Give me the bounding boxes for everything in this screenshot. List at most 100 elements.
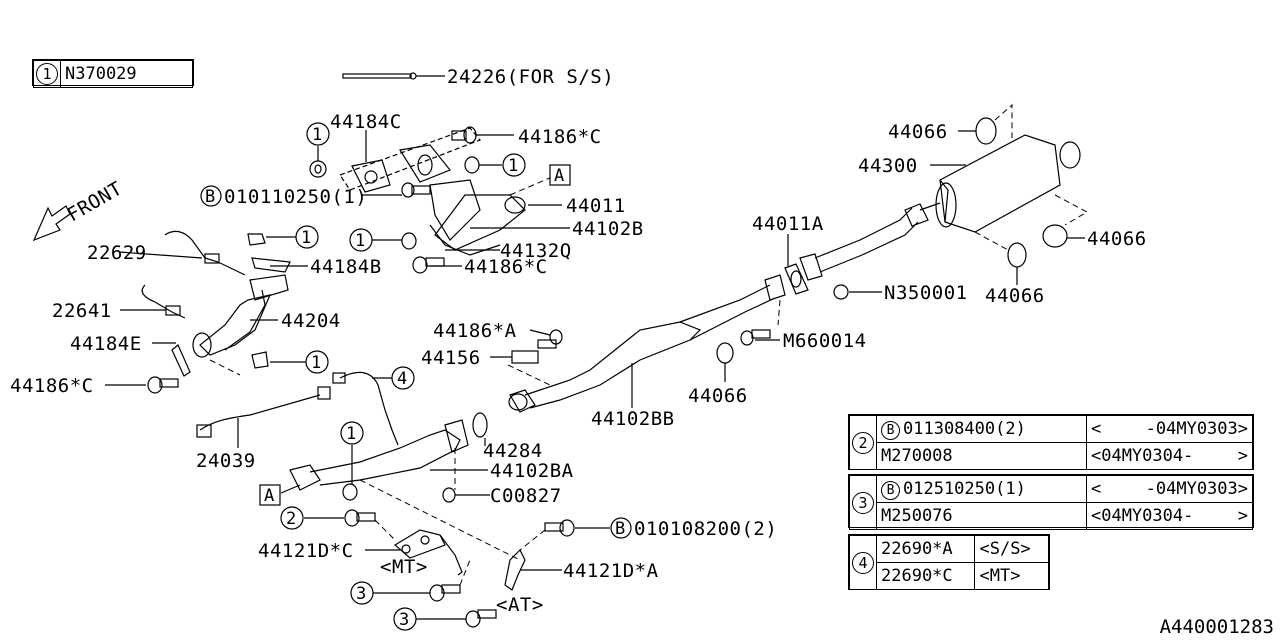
svg-text:A: A xyxy=(264,486,274,506)
gasket-44011A xyxy=(784,263,809,295)
rubber-hanger-icon xyxy=(1007,242,1027,268)
bolt-icon xyxy=(537,329,563,349)
part-muffler-44300 xyxy=(904,134,1081,233)
part-cell: 22690*C xyxy=(875,562,976,590)
harness-24039 xyxy=(196,386,331,448)
bolt-icon xyxy=(344,509,376,527)
callout-44184E: 44184E xyxy=(70,333,142,355)
nut-icon xyxy=(309,160,327,178)
part-cell: M270008 xyxy=(876,442,1087,470)
ref-marker-A: A xyxy=(549,164,571,186)
legend-table-4: 4 22690*A <S/S> 22690*C <MT> xyxy=(848,534,1050,590)
leader-dashed xyxy=(519,529,546,551)
bolt-icon xyxy=(465,609,497,628)
part-number: M250076 xyxy=(881,506,953,526)
ref-marker-4: 4 xyxy=(391,366,415,390)
bolt-icon xyxy=(429,584,461,602)
leader xyxy=(529,329,551,336)
svg-text:1: 1 xyxy=(346,424,356,444)
ref-marker-1: 1 xyxy=(502,153,526,177)
ref-marker-1: 1 xyxy=(306,122,330,146)
part-number: 012510250(1) xyxy=(903,479,1026,499)
gasket-44184E xyxy=(171,344,191,377)
svg-text:1: 1 xyxy=(311,353,321,373)
svg-text:1: 1 xyxy=(355,231,365,251)
svg-text:B: B xyxy=(615,519,625,539)
part-cat-pipe-44102BA xyxy=(289,412,488,501)
svg-text:3: 3 xyxy=(356,584,366,604)
callout-22641: 22641 xyxy=(52,300,112,322)
bolt-icon xyxy=(451,126,477,144)
nut-icon xyxy=(247,233,266,246)
range-cell: <04MY0304-> xyxy=(1085,502,1254,530)
ref-marker-B: B xyxy=(610,517,632,539)
range-start: < xyxy=(1090,479,1102,499)
pipe-rear-upper xyxy=(814,207,913,259)
range-end: -04MY0303> xyxy=(1145,419,1248,439)
bolt-icon xyxy=(740,329,771,346)
ref-marker-A: A xyxy=(259,484,281,506)
callout-M660014: M660014 xyxy=(783,330,867,352)
range-start: <04MY0304- xyxy=(1090,446,1194,466)
front-arrow-icon xyxy=(32,205,71,242)
callout-44011A: 44011A xyxy=(752,213,824,235)
ref-marker-4: 4 xyxy=(852,551,874,574)
ref-marker-1: 1 xyxy=(340,421,364,445)
range-end: > xyxy=(1237,506,1248,526)
leader-dashed xyxy=(209,359,241,376)
sensor-22641 xyxy=(141,284,186,319)
gasket-44184B xyxy=(251,257,291,273)
range-end: -04MY0303> xyxy=(1145,479,1248,499)
part-number: M270008 xyxy=(881,446,953,466)
callout-24039: 24039 xyxy=(196,450,256,472)
ref-part-number: N370029 xyxy=(60,60,193,88)
bracket-44121D-C xyxy=(393,529,463,576)
callout-44121DA: 44121D*A xyxy=(563,560,659,582)
svg-text:1: 1 xyxy=(312,125,322,145)
leader-dashed xyxy=(994,103,1013,138)
rubber-hanger-icon xyxy=(716,342,734,364)
ref-marker-1: 1 xyxy=(36,63,58,85)
ref-marker-1: 1 xyxy=(295,225,319,249)
callout-44102BB: 44102BB xyxy=(591,408,675,430)
callout-44284: 44284 xyxy=(483,440,543,462)
svg-text:B: B xyxy=(205,187,215,207)
callout-44132Q: 44132Q xyxy=(500,240,572,262)
part-center-pipe-44102BB xyxy=(508,274,786,413)
callout-N350001: N350001 xyxy=(884,282,968,304)
table-row: M250076 <04MY0304-> xyxy=(850,502,1254,530)
ref-marker-B: B xyxy=(200,185,222,207)
bolt-icon xyxy=(544,519,575,537)
part-cell: M250076 xyxy=(876,502,1087,530)
bolt-icon xyxy=(401,182,431,198)
callout-44184C: 44184C xyxy=(330,111,402,133)
pipe-rear-lower xyxy=(819,221,919,273)
nut-icon xyxy=(442,487,456,503)
drawing-code: A440001283 xyxy=(1159,616,1274,638)
part-cell: 22690*A xyxy=(875,535,976,563)
callout-B-010108200: 010108200(2) xyxy=(634,518,777,540)
callout-44066-mid: 44066 xyxy=(688,385,748,407)
table-row: 22690*C <MT> xyxy=(850,562,1049,590)
leader-dashed xyxy=(459,559,471,586)
reference-box: 1 N370029 xyxy=(32,59,194,88)
svg-text:1: 1 xyxy=(301,228,311,248)
label-AT: <AT> xyxy=(496,594,544,616)
rubber-hanger-icon xyxy=(1042,224,1068,248)
callout-B-010110250: 010110250(1) xyxy=(224,186,367,208)
callout-44102BA: 44102BA xyxy=(490,460,574,482)
leader-dashed xyxy=(507,364,551,386)
callout-44102B: 44102B xyxy=(572,218,644,240)
callout-44066-bottom: 44066 xyxy=(985,285,1045,307)
callout-44204: 44204 xyxy=(281,310,341,332)
callout-44300: 44300 xyxy=(858,155,918,177)
callout-44121DC: 44121D*C xyxy=(258,540,354,562)
ref-marker-3: 3 xyxy=(393,607,417,631)
legend-key: 4 xyxy=(849,535,877,590)
b-marker: B xyxy=(881,421,900,440)
table-row: 4 22690*A <S/S> xyxy=(849,535,1049,590)
